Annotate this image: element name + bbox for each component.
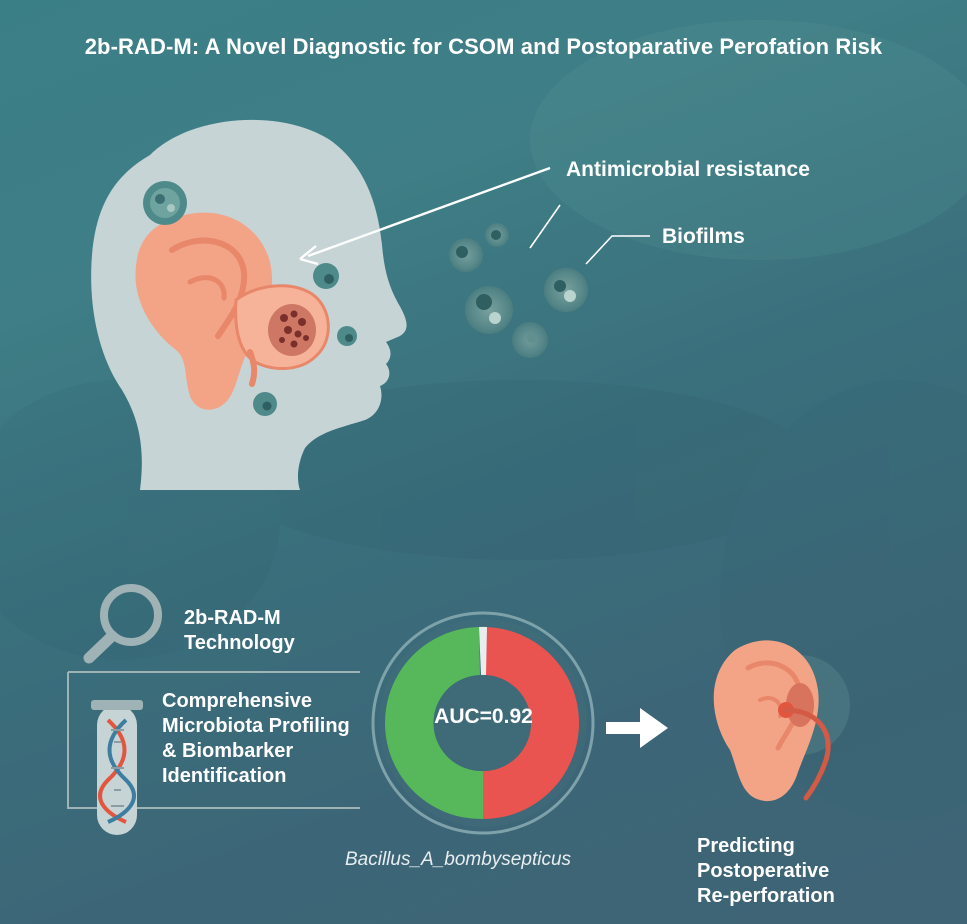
pointer-arrowhead <box>299 245 319 266</box>
dna-tube-icon <box>91 700 143 835</box>
pointer-line-biofilms <box>585 235 650 265</box>
predict-line-1: Predicting <box>697 835 795 857</box>
page-title: 2b-RAD-M: A Novel Diagnostic for CSOM an… <box>84 34 883 59</box>
pointer-line-amr <box>307 166 551 258</box>
profiling-line-2: Microbiota Profiling <box>162 715 350 737</box>
donut-segment-gap <box>479 626 487 675</box>
auc-donut <box>371 611 595 835</box>
ear-on-head <box>135 212 330 410</box>
arrow-right-icon <box>606 708 668 748</box>
technology-line-2: Technology <box>184 632 295 654</box>
label-prediction: Predicting Postoperative Re-perforation <box>697 834 835 909</box>
technology-line-1: 2b-RAD-M <box>184 607 281 629</box>
pointer-line-amr-2 <box>529 204 561 249</box>
profiling-line-3: & Biombarker <box>162 740 294 762</box>
profiling-line-4: Identification <box>162 765 287 787</box>
auc-value: AUC=0.92 <box>434 705 533 728</box>
magnifier-icon <box>83 584 162 664</box>
section-bracket <box>67 671 360 809</box>
donut-segment-green <box>384 627 483 820</box>
label-profiling: Comprehensive Microbiota Profiling & Bio… <box>162 689 350 789</box>
ear-icon <box>713 640 850 802</box>
profiling-line-1: Comprehensive <box>162 690 313 712</box>
label-biofilms: Biofilms <box>662 225 745 248</box>
predict-line-2: Postoperative <box>697 860 830 882</box>
predict-line-3: Re-perforation <box>697 885 835 907</box>
label-antimicrobial-resistance: Antimicrobial resistance <box>566 158 810 181</box>
biofilm-cells <box>449 223 588 358</box>
label-species: Bacillus_A_bombysepticus <box>345 849 572 870</box>
infection-cluster <box>279 310 309 348</box>
label-technology: 2b-RAD-M Technology <box>184 606 295 656</box>
bacteria-cells-head <box>143 181 357 416</box>
